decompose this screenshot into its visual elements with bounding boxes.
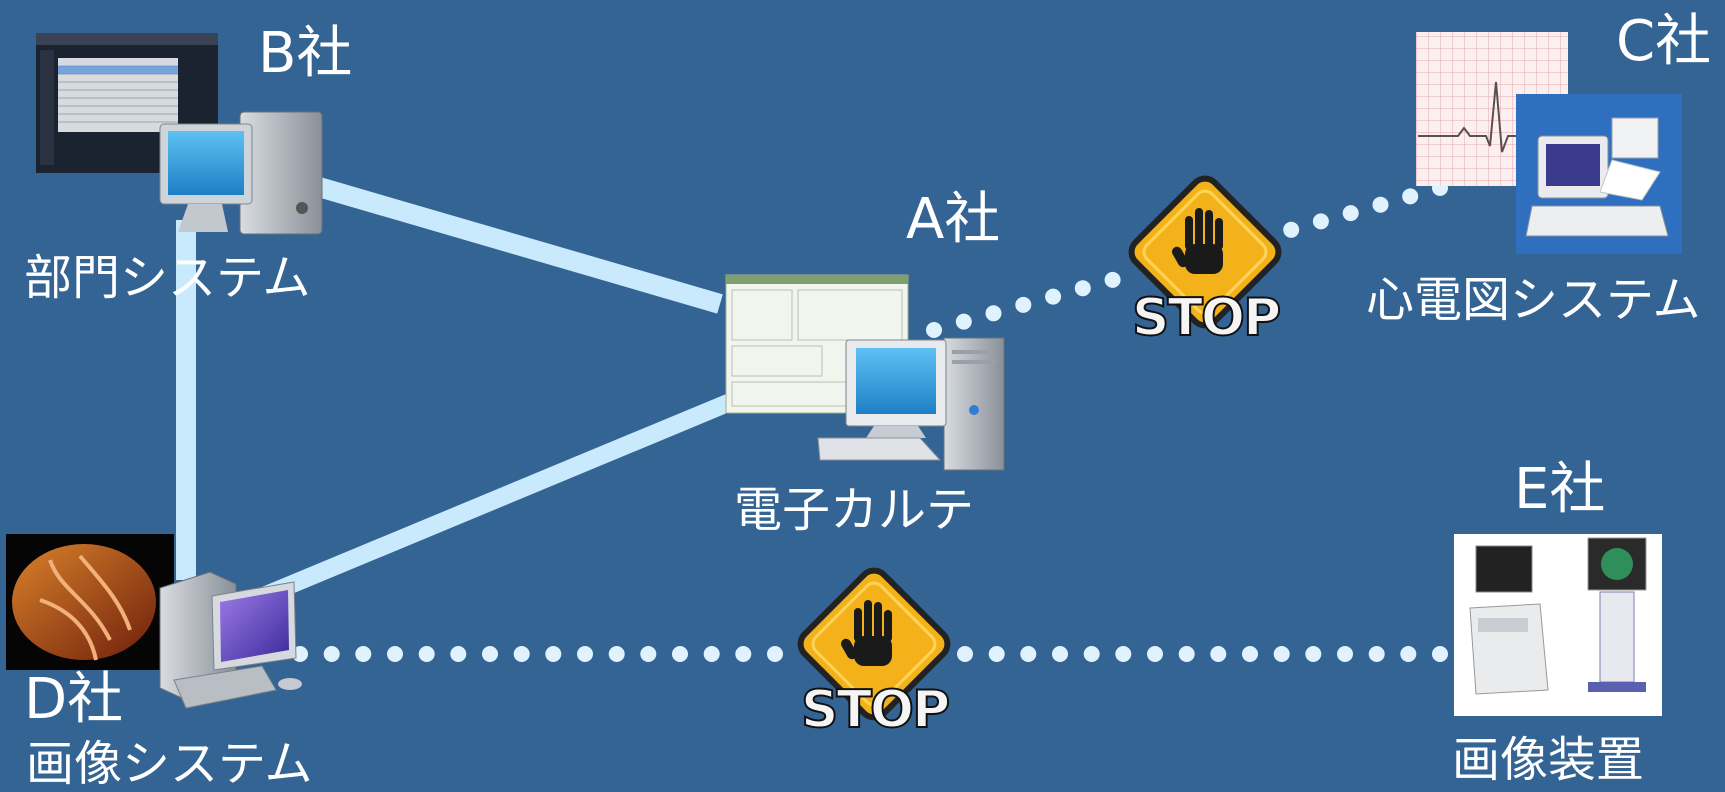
link-dot	[988, 646, 1005, 662]
link-dot	[1178, 646, 1195, 662]
link-dot	[513, 646, 530, 662]
link-dot	[482, 646, 498, 662]
link-dot	[640, 646, 657, 662]
department-screenshot-image	[36, 33, 218, 173]
link-dot	[1210, 646, 1227, 662]
node-c-ecg-system	[1416, 32, 1682, 254]
link-dot	[1305, 646, 1322, 662]
stop-sign-d-e	[797, 567, 951, 721]
link-d-e-dotted	[292, 646, 1448, 662]
blocked-links	[292, 180, 1448, 662]
link-dot	[545, 646, 562, 662]
desktop-computer-icon	[817, 337, 1005, 471]
link-dot	[985, 305, 1002, 322]
node-e-imaging-device	[1454, 534, 1662, 716]
link-dot	[1312, 213, 1329, 230]
link-dot	[955, 313, 972, 330]
stop-hand-icon	[841, 600, 892, 666]
link-d-a	[226, 391, 739, 619]
system-label-d: 画像システム	[26, 736, 313, 792]
link-dot	[418, 646, 435, 662]
stop-hand-icon	[1172, 208, 1223, 274]
link-dot	[1402, 188, 1419, 205]
link-dot	[957, 646, 973, 662]
link-dot	[355, 646, 372, 662]
node-d-imaging-system	[6, 534, 302, 709]
link-dot	[1074, 280, 1091, 297]
link-dot	[1400, 646, 1417, 662]
link-dot	[1372, 196, 1389, 213]
desktop-computer-icon	[159, 571, 302, 709]
company-label-a: A社	[906, 187, 1001, 252]
link-dot	[703, 646, 720, 662]
link-dot	[926, 322, 942, 338]
link-dot	[672, 646, 688, 662]
link-dot	[1104, 271, 1121, 288]
ultrasound-device-icon	[1454, 534, 1662, 716]
system-label-a: 電子カルテ	[734, 482, 975, 538]
link-dot	[387, 646, 403, 662]
ecg-machine-icon	[1516, 94, 1682, 254]
company-label-e: E社	[1514, 457, 1606, 522]
link-dot	[1342, 205, 1359, 222]
system-label-b: 部門システム	[24, 250, 311, 306]
link-dot	[1368, 646, 1385, 662]
link-dot	[1432, 646, 1448, 662]
desktop-computer-icon	[159, 111, 323, 235]
company-label-b: B社	[258, 21, 353, 86]
link-dot	[450, 646, 467, 662]
connected-links	[176, 175, 739, 619]
stop-label-a-c: STOP	[1131, 288, 1282, 348]
link-dot	[1337, 646, 1353, 662]
link-dot	[1015, 296, 1032, 313]
link-dot	[1020, 646, 1037, 662]
link-dot	[1115, 646, 1132, 662]
node-b-department-system	[36, 33, 323, 235]
link-dot	[1283, 221, 1300, 238]
node-a-ehr-system	[725, 274, 1005, 471]
link-dot	[735, 646, 752, 662]
link-dot	[1147, 646, 1163, 662]
stop-sign-a-c	[1128, 175, 1282, 329]
link-dot	[1273, 646, 1290, 662]
link-dot	[577, 646, 593, 662]
link-dot	[1083, 646, 1100, 662]
company-label-c: C社	[1616, 9, 1712, 74]
link-dot	[323, 646, 340, 662]
link-dot	[1052, 646, 1068, 662]
link-dot	[608, 646, 625, 662]
link-dot	[1045, 288, 1062, 305]
3d-heart-image	[6, 534, 174, 670]
link-b-a	[309, 175, 723, 314]
company-label-d: D社	[24, 667, 124, 732]
link-dot	[1242, 646, 1258, 662]
link-dot	[767, 646, 783, 662]
system-label-e: 画像装置	[1452, 732, 1645, 788]
stop-label-d-e: STOP	[800, 680, 951, 740]
system-label-c: 心電図システム	[1366, 272, 1701, 328]
